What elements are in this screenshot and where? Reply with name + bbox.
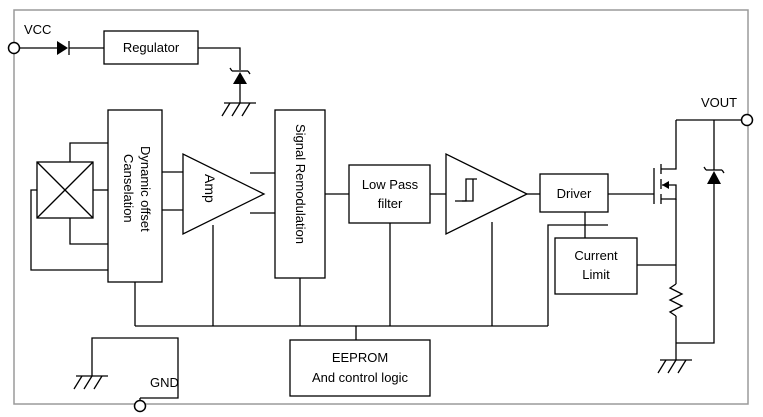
vcc-label: VCC <box>24 22 51 37</box>
input-diode-icon <box>57 41 70 55</box>
driver-block <box>539 173 609 213</box>
sensor-wire-left <box>30 189 108 271</box>
regulator-output-wire <box>198 47 241 70</box>
sensor-wire-bottom <box>69 218 108 245</box>
regulator-block <box>103 30 199 65</box>
low-pass-label-1: Low Pass <box>362 177 419 192</box>
gnd-label: GND <box>150 375 179 390</box>
low-pass-label-2: filter <box>378 196 403 211</box>
gnd-wire <box>91 337 179 399</box>
current-limit-label-1: Current <box>574 248 618 263</box>
signal-remodulation-block <box>274 109 326 279</box>
sense-resistor-icon <box>668 283 684 317</box>
current-limit-label-2: Limit <box>582 267 610 282</box>
dynamic-offset-label-1: Dynamic offset <box>138 146 153 232</box>
dynamic-offset-label-2: Canselation <box>121 154 136 223</box>
dynamic-offset-block <box>107 109 163 283</box>
eeprom-label-2: And control logic <box>312 370 409 385</box>
signal-remodulation-label: Signal Remodulation <box>293 124 308 244</box>
sensor-wire-top <box>69 142 108 162</box>
schmitt-trigger-icon <box>455 178 477 202</box>
amp-label: Amp <box>202 174 218 203</box>
output-zener-icon <box>703 166 725 184</box>
eeprom-label-1: EEPROM <box>332 350 388 365</box>
ground-icon <box>221 102 256 117</box>
bus-drop-driver <box>547 224 608 326</box>
vout-terminal <box>740 113 754 127</box>
zener-diode-icon <box>229 67 251 84</box>
mosfet-icon <box>653 120 677 204</box>
vout-label: VOUT <box>701 95 737 110</box>
gnd-ground-icon <box>73 375 108 390</box>
eeprom-block <box>289 339 431 397</box>
comparator-block <box>445 152 529 236</box>
low-pass-filter-block <box>348 164 431 224</box>
current-limit-block <box>554 237 638 295</box>
regulator-label: Regulator <box>123 40 180 55</box>
gnd-terminal <box>133 399 147 413</box>
chip-boundary <box>13 9 749 405</box>
amp-block <box>182 152 266 236</box>
output-diode-wire-bottom <box>676 184 715 344</box>
vcc-terminal <box>7 41 21 55</box>
output-ground-icon <box>657 359 692 374</box>
driver-label: Driver <box>557 186 592 201</box>
